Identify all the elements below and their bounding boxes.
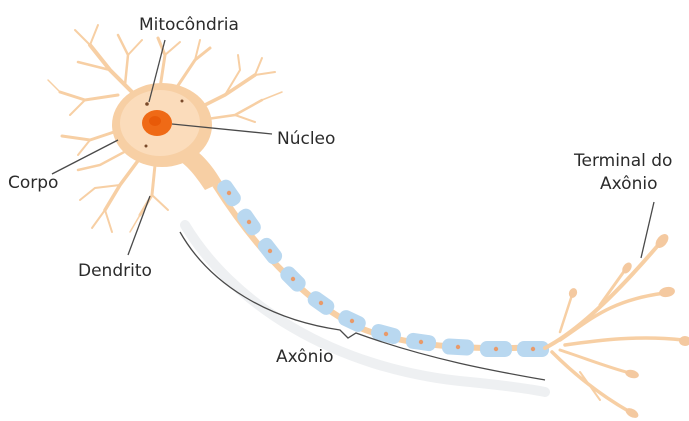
axon-shadow: [185, 225, 545, 392]
axon: [215, 185, 545, 348]
label-dendrito: Dendrito: [78, 261, 152, 281]
label-axonio: Axônio: [276, 347, 333, 367]
axon-terminals: [545, 243, 683, 412]
myelin-sheath: [214, 177, 549, 357]
label-terminal-line2: Axônio: [600, 174, 657, 194]
label-nucleo: Núcleo: [277, 129, 335, 149]
mitochondria-dot: [181, 100, 184, 103]
mitochondria-dot: [145, 102, 149, 106]
terminal-buttons: [568, 232, 689, 420]
leader-dendrito: [128, 196, 150, 255]
label-terminal-line1: Terminal do: [573, 151, 672, 171]
nucleolus: [149, 116, 161, 126]
mitochondria-dot: [145, 145, 148, 148]
label-corpo: Corpo: [8, 173, 58, 193]
label-mitocondria: Mitocôndria: [139, 15, 239, 35]
